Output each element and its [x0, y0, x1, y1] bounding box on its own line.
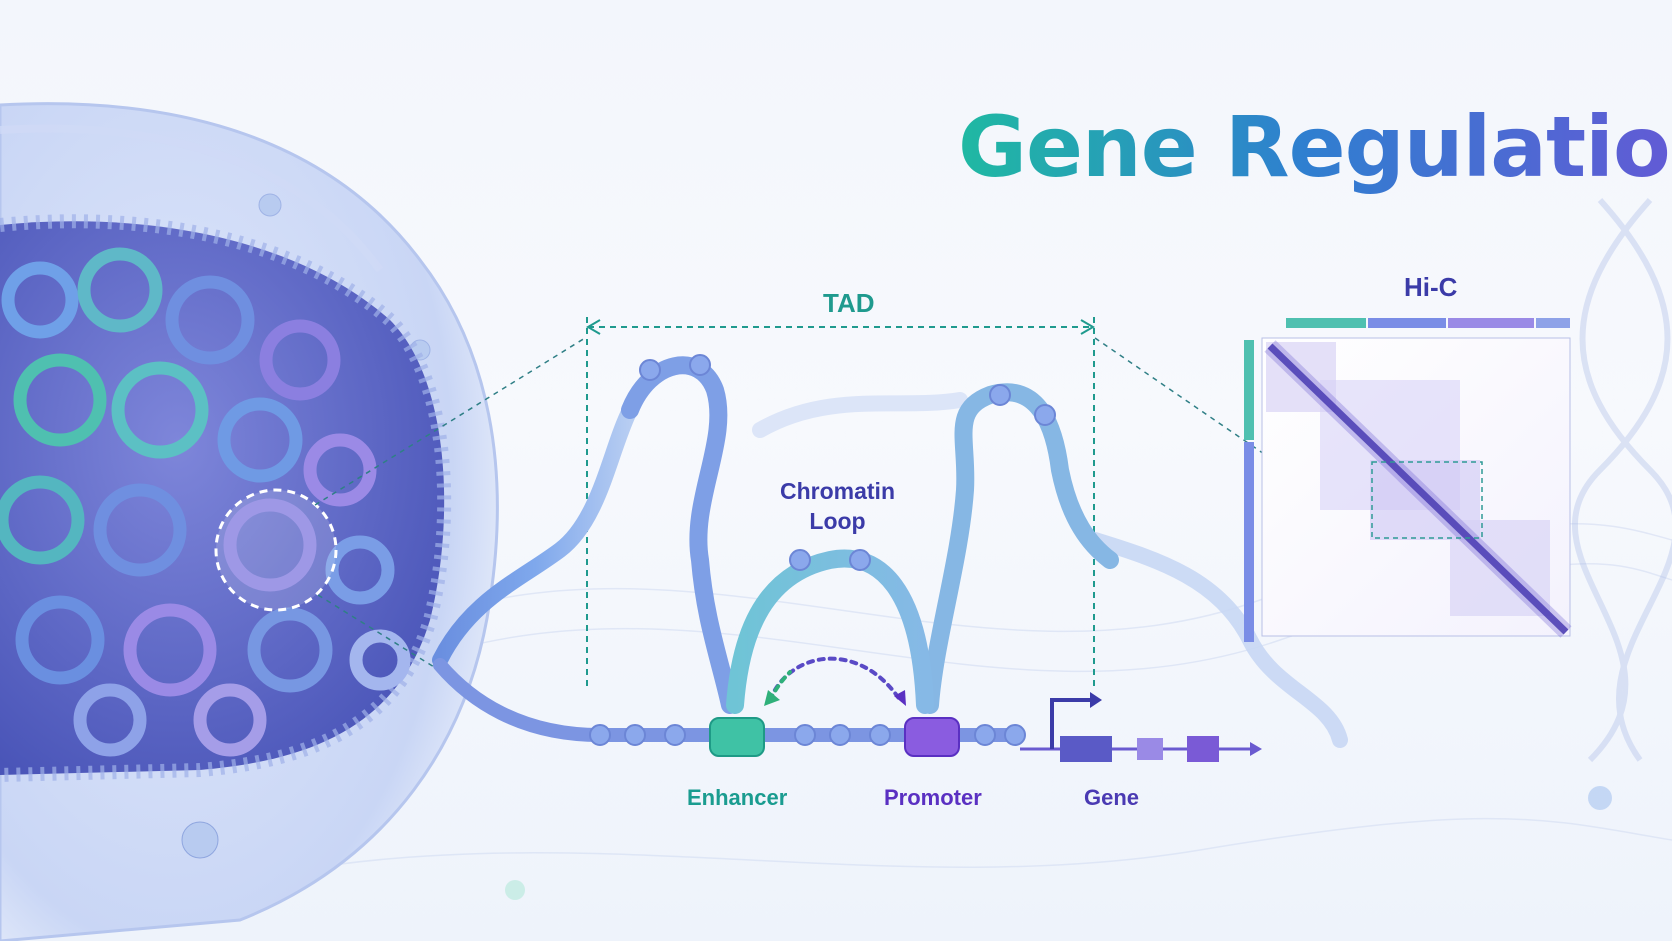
hic-matrix [1244, 318, 1572, 642]
dna-helix-icon [1572, 197, 1672, 763]
hic-label: Hi-C [1404, 272, 1458, 302]
interaction-arrowhead [764, 690, 780, 706]
enhancer-label: Enhancer [687, 785, 788, 810]
background-waves [299, 522, 1672, 871]
gene-element [1020, 692, 1262, 762]
chromatin-fiber [432, 354, 1348, 748]
page-title: Gene Regulation [958, 98, 1672, 196]
promoter-label: Promoter [884, 785, 982, 810]
decor-dot [505, 880, 525, 900]
transcription-start-arrow-icon [1050, 698, 1092, 749]
chromatin-loop-label-line2: Loop [809, 508, 866, 534]
zoom-region-circle [214, 488, 338, 612]
tad-label: TAD [823, 288, 875, 318]
promoter-element [904, 717, 960, 757]
decor-dot [1588, 786, 1612, 810]
tad-bracket [586, 317, 1095, 690]
chromatin-loop-label: Chromatin Loop [780, 476, 895, 536]
chromatin-loop-label-line1: Chromatin [780, 478, 895, 504]
enhancer-element [709, 717, 765, 757]
interaction-arrow-icon [768, 656, 902, 702]
gene-label: Gene [1084, 785, 1140, 810]
zoom-connector-lines [314, 337, 1373, 681]
interaction-arrowhead [894, 690, 906, 706]
cell-nucleus-illustration [0, 102, 499, 941]
